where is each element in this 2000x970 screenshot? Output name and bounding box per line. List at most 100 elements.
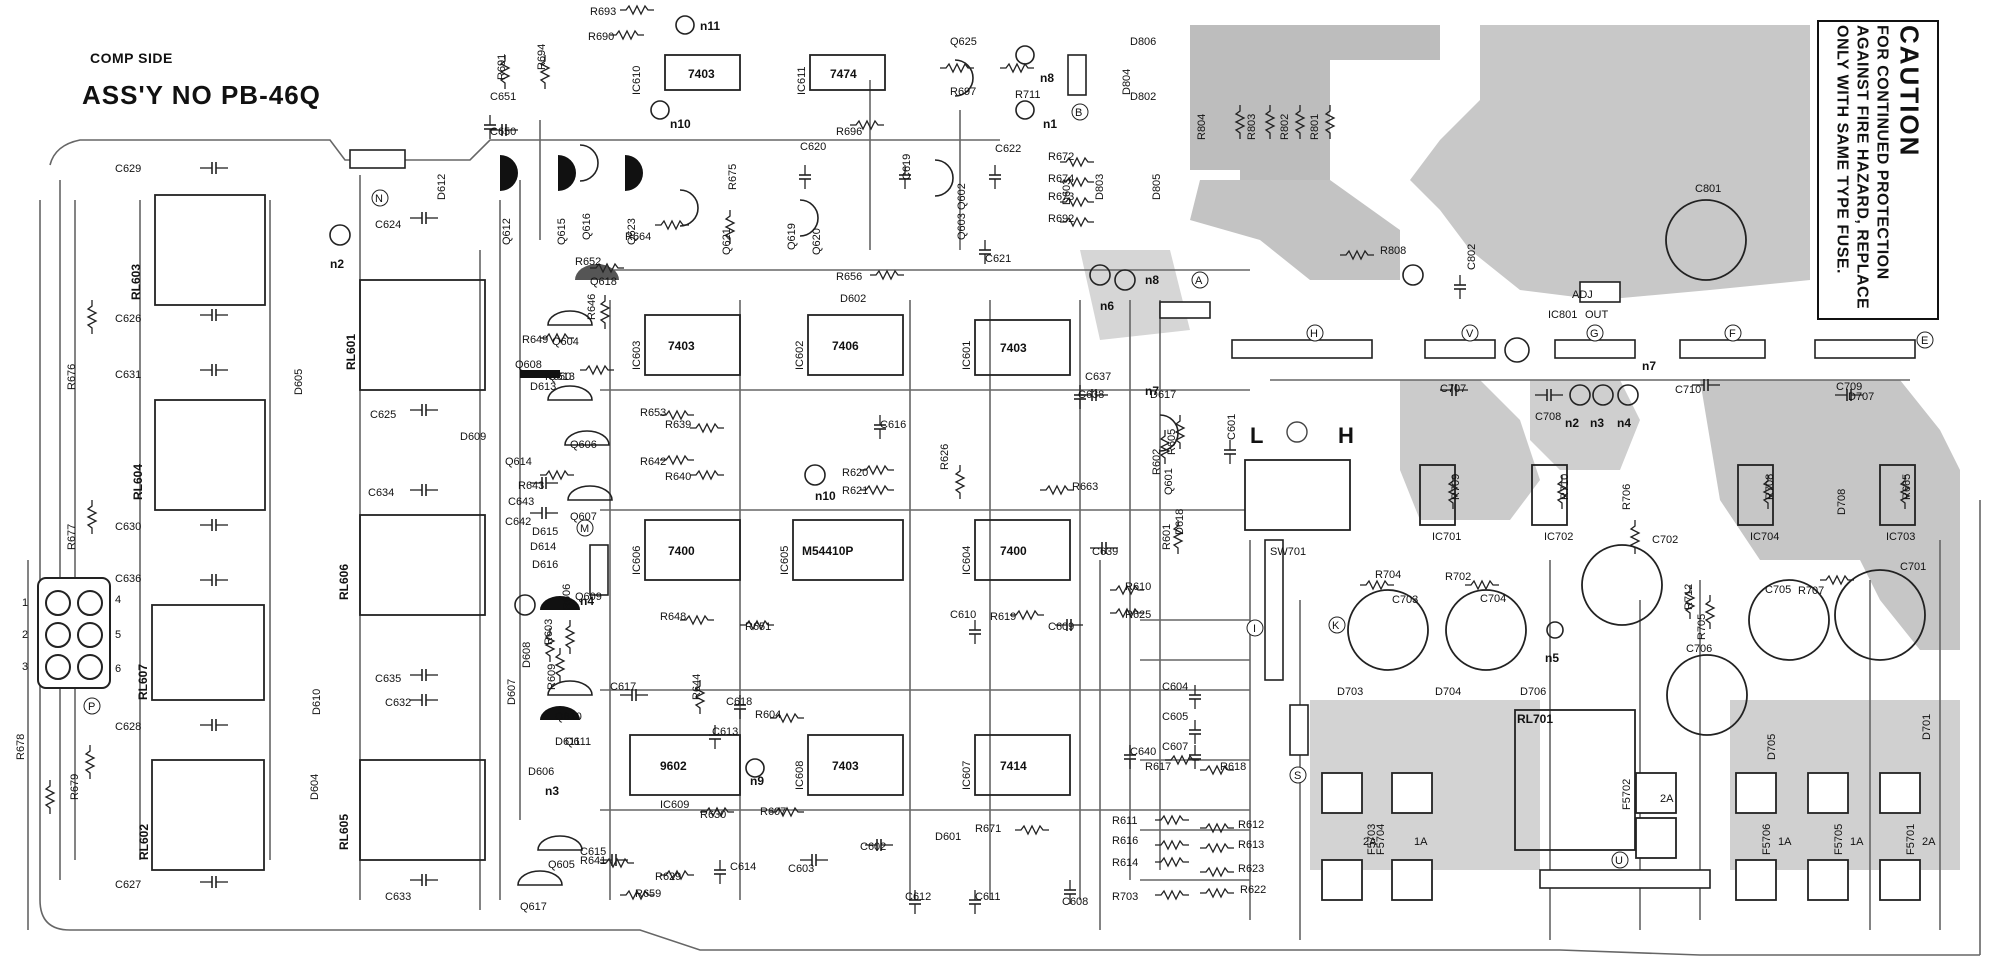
ic-ref-ic604: IC604 bbox=[961, 546, 973, 575]
capacitor-c638 bbox=[1080, 389, 1108, 401]
resistor-r808 bbox=[1340, 249, 1374, 261]
capacitor-c620 bbox=[799, 165, 811, 189]
jumper-label-n11: n11 bbox=[700, 19, 720, 33]
connector-badge-e: E bbox=[1916, 331, 1934, 349]
relay-rl701 bbox=[1514, 709, 1636, 851]
resistor-r672 bbox=[1060, 156, 1094, 168]
transistor-body-q608 bbox=[520, 370, 560, 378]
transistor-label-q620: Q620 bbox=[811, 228, 823, 255]
resistor-label-r611: R611 bbox=[1112, 815, 1137, 827]
resistor-r673 bbox=[1060, 196, 1094, 208]
capacitor-c640 bbox=[1124, 745, 1136, 769]
connector-badge-i: I bbox=[1246, 619, 1264, 637]
capacitor-label-c650: C650 bbox=[490, 126, 516, 138]
resistor-label-r692: R692 bbox=[1048, 213, 1074, 225]
capacitor-c617 bbox=[620, 689, 648, 701]
resistor-label-r712: R712 bbox=[1683, 584, 1695, 610]
resistor-r692 bbox=[1060, 216, 1094, 228]
ic-ref-ic607: IC607 bbox=[961, 761, 973, 790]
diode-label-d609: D609 bbox=[460, 431, 486, 443]
out-label: OUT bbox=[1585, 309, 1609, 321]
capacitor-label-c611: C611 bbox=[975, 891, 1000, 903]
resistor-label-r610: R610 bbox=[1125, 581, 1151, 593]
capacitor-label-c801: C801 bbox=[1695, 183, 1721, 195]
board-traces bbox=[27, 80, 1981, 956]
svg-text:H: H bbox=[1310, 328, 1318, 340]
resistor-r677 bbox=[86, 500, 98, 534]
resistor-label-r678: R678 bbox=[15, 734, 27, 760]
capacitor-c801 bbox=[1665, 199, 1747, 281]
ic-ref-ic609: IC609 bbox=[660, 799, 689, 811]
capacitor-label-c618: C618 bbox=[726, 696, 752, 708]
resistor-label-r643: R643 bbox=[518, 480, 544, 492]
capacitor-label-c615: C615 bbox=[580, 846, 606, 858]
resistor-r612 bbox=[1200, 822, 1234, 834]
ic-ref-ic603: IC603 bbox=[631, 341, 643, 370]
resistor-label-r656: R656 bbox=[836, 271, 862, 283]
capacitor-label-c638: C638 bbox=[1078, 389, 1104, 401]
ic-type-ic601: 7403 bbox=[1000, 341, 1027, 355]
fuse-holder-f5704-top bbox=[1391, 772, 1433, 814]
resistor-label-r802: R802 bbox=[1279, 114, 1291, 140]
jumper-label-n3b: n3 bbox=[545, 784, 559, 798]
misc-labels: ADJ OUT IC801 bbox=[1548, 289, 1609, 321]
diode-label-d611: D611 bbox=[555, 736, 580, 748]
fuse-holder-f5705-bottom bbox=[1807, 859, 1849, 901]
capacitor-label-c601: C601 bbox=[1226, 414, 1238, 440]
resistor-label-r650: R650 bbox=[545, 371, 571, 383]
connector-badge-s: S bbox=[1289, 766, 1307, 784]
capacitor-label-c621: C621 bbox=[985, 253, 1011, 265]
connector-badge-a: A bbox=[1191, 271, 1209, 289]
resistor-r711 bbox=[1000, 62, 1034, 74]
connector-header-i bbox=[1264, 539, 1284, 681]
pin-label-1: 1 bbox=[22, 597, 28, 609]
resistor-label-r614: R614 bbox=[1112, 857, 1138, 869]
resistor-label-r801: R801 bbox=[1309, 114, 1321, 140]
diode-label-d806: D806 bbox=[1130, 36, 1156, 48]
resistor-label-r673: R673 bbox=[1048, 191, 1074, 203]
resistor-r607 bbox=[770, 806, 804, 818]
resistor-label-r648: R648 bbox=[660, 611, 686, 623]
resistor-label-r697: R697 bbox=[950, 86, 976, 98]
connector-badge-u: U bbox=[1611, 851, 1629, 869]
small-parts bbox=[44, 4, 1911, 914]
relay-rl603 bbox=[154, 194, 266, 306]
capacitor-c642 bbox=[530, 507, 558, 519]
resistor-r613 bbox=[1200, 842, 1234, 854]
resistor-label-r618: R618 bbox=[1220, 761, 1246, 773]
transistor-outline-q613 bbox=[547, 385, 593, 401]
resistor-label-r706: R706 bbox=[1621, 484, 1633, 510]
transistor-label-q613: Q613 bbox=[548, 371, 575, 383]
jumper-label-n7: n7 bbox=[1642, 359, 1656, 373]
fuse-labels: F5703 2A F5704 1A F5702 2A F5706 1A F570… bbox=[1363, 779, 1936, 855]
capacitor-c636 bbox=[200, 574, 228, 586]
capacitor-c616 bbox=[874, 415, 886, 439]
resistor-r602 bbox=[1159, 430, 1171, 464]
connector-header-a bbox=[1159, 301, 1211, 319]
fuse-holder-f5703-top bbox=[1321, 772, 1363, 814]
resistor-label-r804: R804 bbox=[1196, 114, 1208, 140]
transistor-outline-q620 bbox=[799, 199, 819, 237]
resistor-label-r606: R606 bbox=[561, 584, 573, 610]
capacitor-c639 bbox=[1090, 542, 1118, 554]
connector-header-h bbox=[1231, 339, 1373, 359]
resistor-r664 bbox=[655, 219, 689, 231]
capacitor-label-c625: C625 bbox=[370, 409, 396, 421]
resistor-label-r679: R679 bbox=[69, 774, 81, 800]
resistor-label-r659: R659 bbox=[635, 888, 661, 900]
resistor-r703 bbox=[1155, 889, 1189, 901]
pin-label-6: 6 bbox=[115, 663, 121, 675]
connector-p: 1 2 3 4 5 6 bbox=[22, 577, 121, 689]
transistor-outlines bbox=[517, 59, 1179, 886]
capacitor-label-c703: C703 bbox=[1392, 594, 1418, 606]
transistor-outline-q616 bbox=[579, 144, 599, 182]
resistor-r675 bbox=[724, 210, 736, 244]
capacitor-label-c608: C608 bbox=[1062, 896, 1088, 908]
ic-ic704 bbox=[1737, 464, 1774, 526]
capacitor-label-c605: C605 bbox=[1162, 711, 1188, 723]
ic-label-ic702: IC702 bbox=[1544, 531, 1573, 543]
resistor-r676 bbox=[86, 300, 98, 334]
connector-header-v bbox=[1424, 339, 1496, 359]
capacitor-label-c630: C630 bbox=[115, 521, 141, 533]
